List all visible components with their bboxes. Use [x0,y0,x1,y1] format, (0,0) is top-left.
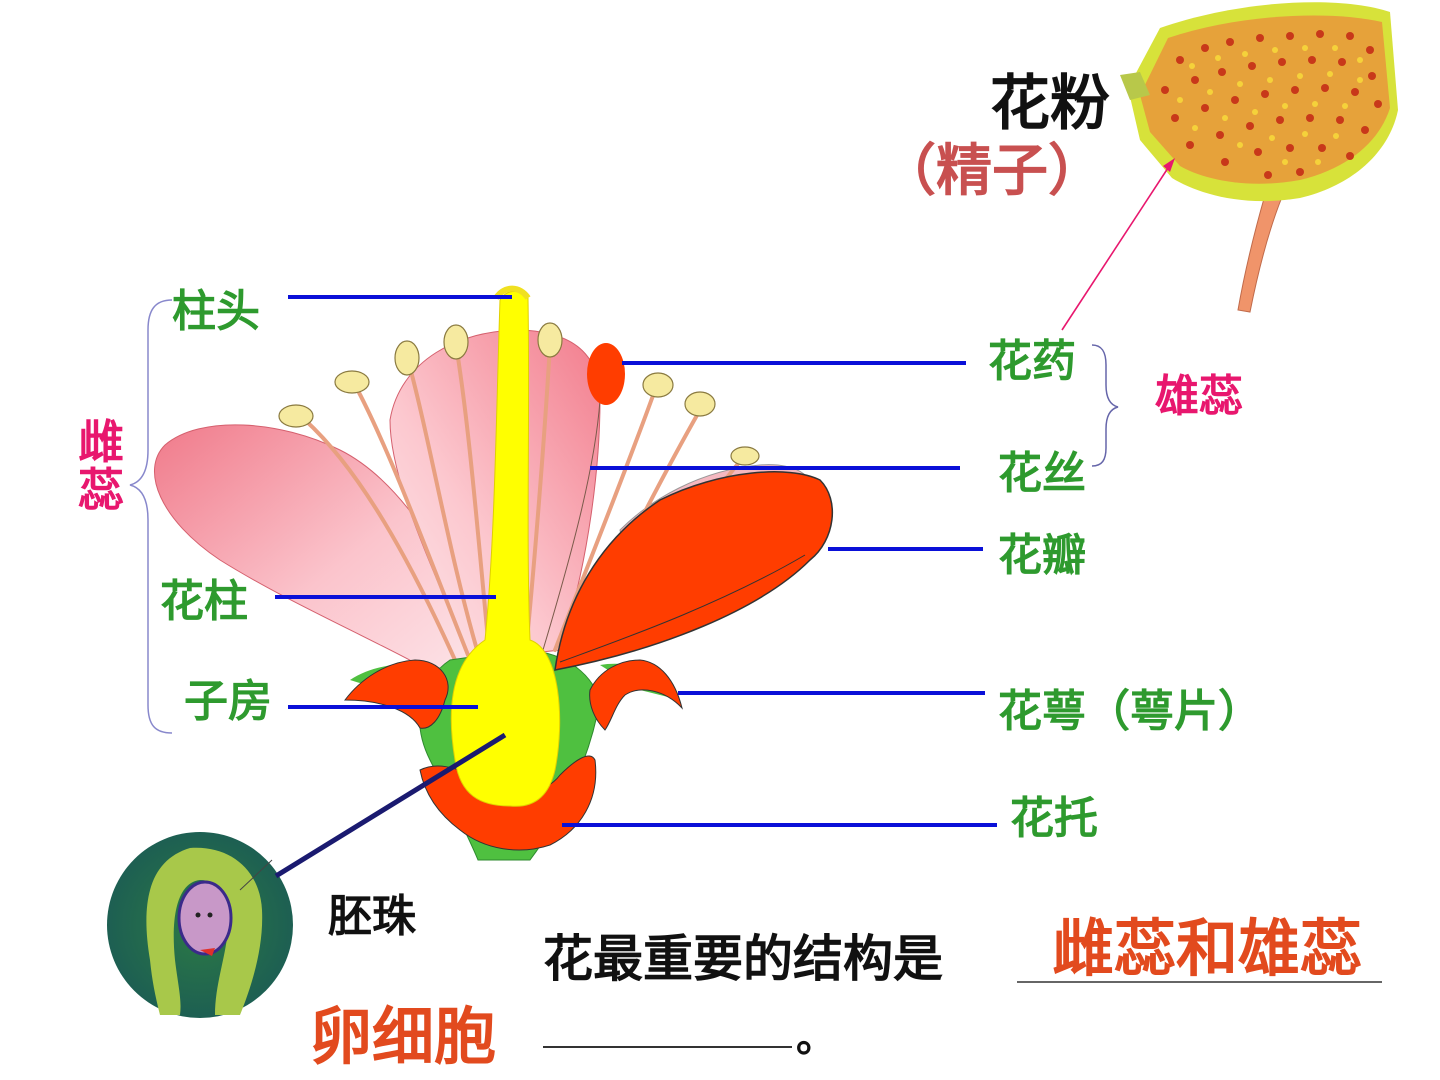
stamen-brace [1091,344,1119,467]
pollen-inset [1120,2,1398,313]
label-pistil: 雌蕊 [78,415,124,518]
label-sperm: （精子） [880,139,1104,204]
label-filament: 花丝 [998,448,1086,499]
anthers [278,322,760,466]
leader-lines [275,295,997,827]
question-answer: 雌蕊和雄蕊 [1052,912,1363,985]
question-text: 花最重要的结构是 [543,930,943,988]
label-style: 花柱 [160,576,248,627]
sepal-left [343,659,449,729]
label-petal: 花瓣 [998,530,1086,581]
label-stamen: 雄蕊 [1155,371,1243,422]
pistil-brace [129,299,173,734]
label-ovary: 子房 [184,676,272,727]
pollen-arrow [1061,158,1175,331]
petal-left [154,424,481,691]
label-pollen: 花粉 [990,69,1110,139]
label-receptacle: 花托 [1010,793,1098,844]
label-stigma: 柱头 [172,286,260,337]
petal-front-red [554,471,833,671]
highlighted-anther [587,343,625,405]
ovule-inset [107,832,293,1018]
question-period: 。 [796,1015,836,1061]
label-egg-cell: 卵细胞 [310,1000,497,1073]
sepal-right [589,659,683,731]
ovule-leader-line [274,732,507,879]
label-ovule: 胚珠 [328,891,416,942]
label-anther: 花药 [988,336,1076,387]
label-sepal: 花萼（萼片） [998,686,1262,737]
